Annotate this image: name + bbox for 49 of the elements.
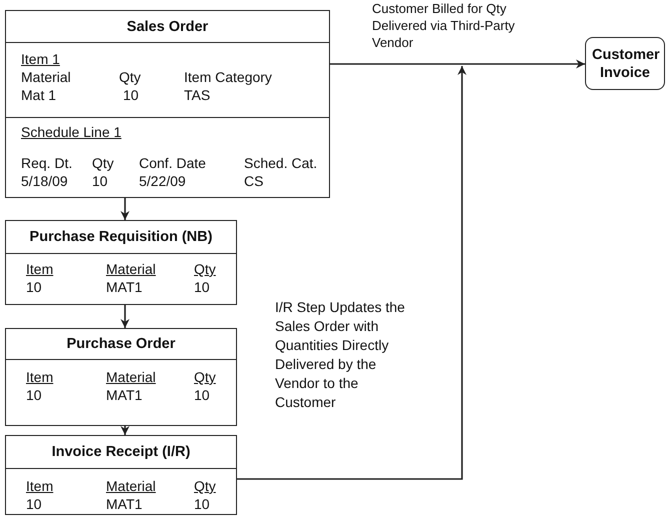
field-value: 10 [92,173,108,189]
column-label: Qty [119,69,141,85]
box-title: Purchase Order [66,336,176,352]
column-label: Req. Dt. [21,155,72,171]
box-title: Purchase Requisition (NB) [28,229,214,245]
field-value: 10 [26,387,42,403]
table-box [5,220,237,305]
field-value: 10 [194,387,210,403]
field-value: MAT1 [106,496,142,512]
field-value: 10 [194,496,210,512]
field-value: MAT1 [106,279,142,295]
table-box [5,435,237,515]
table-box [5,10,330,198]
section-heading: Item [26,478,54,494]
section-heading: Qty [194,478,216,494]
arrow [237,66,466,480]
section-heading: Material [106,261,156,277]
field-value: CS [244,173,264,189]
field-value: 5/18/09 [21,173,68,189]
section-heading: Item [26,261,54,277]
table-box [5,328,237,426]
field-value: 10 [194,279,210,295]
section-heading: Qty [194,369,216,385]
column-label: Conf. Date [139,155,206,171]
section-heading: Item 1 [21,51,60,67]
field-value: 10 [26,279,42,295]
box-title: Sales Order [126,19,210,35]
column-label: Material [21,69,71,85]
field-value: 5/22/09 [139,173,186,189]
section-heading: Material [106,478,156,494]
rounded-box [585,37,665,90]
field-value: TAS [184,87,210,103]
field-value: 10 [26,496,42,512]
arrow [120,426,130,435]
arrow [120,198,130,220]
box-title: Invoice Receipt (I/R) [50,444,192,460]
section-heading: Schedule Line 1 [21,124,122,140]
field-value: 10 [123,87,139,103]
column-label: Qty [92,155,114,171]
section-heading: Item [26,369,54,385]
field-value: Mat 1 [21,87,56,103]
box-title: Customer Invoice [592,46,658,82]
arrow [120,305,130,328]
column-label: Item Category [184,69,272,85]
section-heading: Material [106,369,156,385]
section-heading: Qty [194,261,216,277]
column-label: Sched. Cat. [244,155,318,171]
field-value: MAT1 [106,387,142,403]
arrow [330,60,585,68]
